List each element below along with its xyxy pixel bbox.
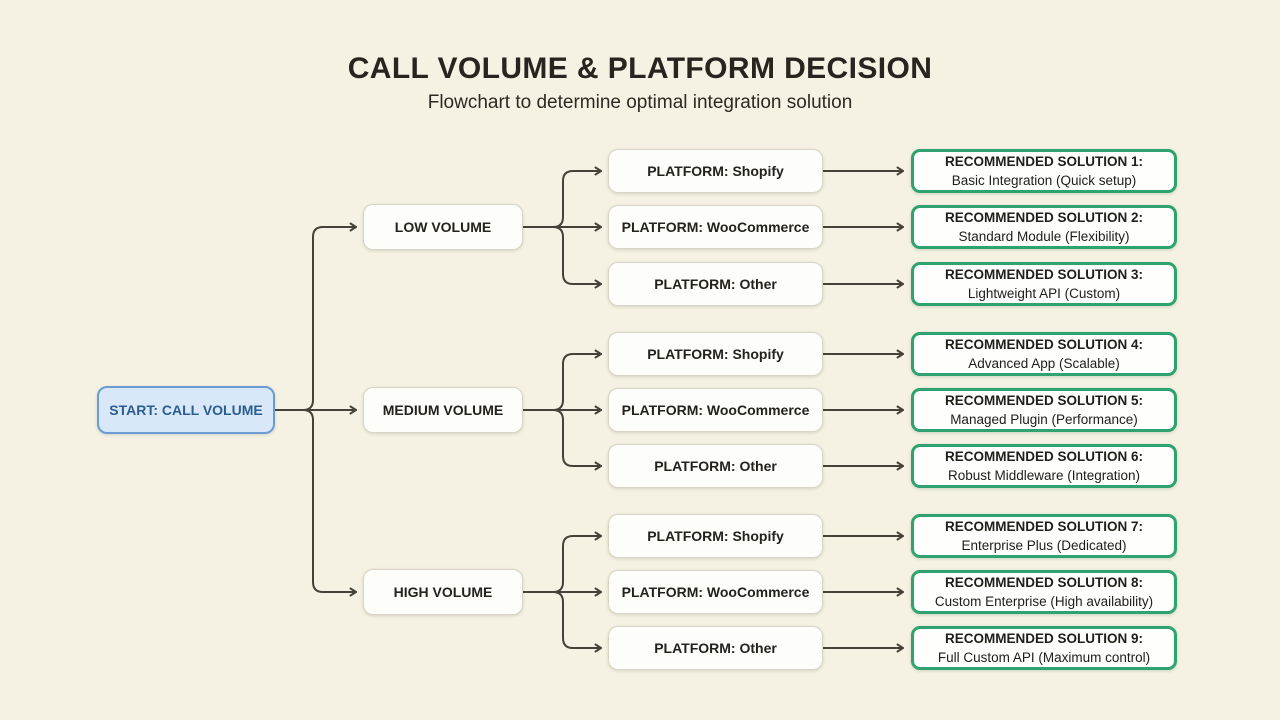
volume-node-medium: MEDIUM VOLUME <box>363 387 523 433</box>
solution-desc: Advanced App (Scalable) <box>968 356 1120 371</box>
volume-node-high: HIGH VOLUME <box>363 569 523 615</box>
start-node: START: CALL VOLUME <box>97 386 275 434</box>
platform-node-label: PLATFORM: WooCommerce <box>621 219 810 235</box>
solution-node: RECOMMENDED SOLUTION 4: Advanced App (Sc… <box>911 332 1177 376</box>
volume-node-low: LOW VOLUME <box>363 204 523 250</box>
solution-desc: Full Custom API (Maximum control) <box>937 650 1151 665</box>
solution-desc: Robust Middleware (Integration) <box>947 468 1141 483</box>
solution-node: RECOMMENDED SOLUTION 5: Managed Plugin (… <box>911 388 1177 432</box>
solution-desc: Managed Plugin (Performance) <box>950 412 1138 427</box>
edge-med-shopify <box>552 349 602 411</box>
edge-med-other <box>552 409 602 471</box>
solution-node: RECOMMENDED SOLUTION 6: Robust Middlewar… <box>911 444 1177 488</box>
page-title: CALL VOLUME & PLATFORM DECISION <box>347 52 933 85</box>
edge-high-shopify <box>552 531 602 593</box>
solution-desc: Custom Enterprise (High availability) <box>934 594 1154 609</box>
solution-title: RECOMMENDED SOLUTION 3: <box>944 267 1143 282</box>
platform-node-label: PLATFORM: Other <box>654 458 777 474</box>
solution-title: RECOMMENDED SOLUTION 7: <box>944 519 1143 534</box>
platform-node: PLATFORM: Shopify <box>608 332 823 376</box>
platform-node: PLATFORM: Shopify <box>608 149 823 193</box>
edge-high-other <box>552 591 602 653</box>
solution-node: RECOMMENDED SOLUTION 8: Custom Enterpris… <box>911 570 1177 614</box>
platform-node: PLATFORM: WooCommerce <box>608 570 823 614</box>
platform-node-label: PLATFORM: WooCommerce <box>621 584 810 600</box>
edge-low-other <box>552 226 602 289</box>
solution-title: RECOMMENDED SOLUTION 2: <box>944 210 1143 225</box>
solution-desc: Enterprise Plus (Dedicated) <box>961 538 1127 553</box>
platform-node-label: PLATFORM: Shopify <box>647 528 784 544</box>
start-node-label: START: CALL VOLUME <box>109 402 263 418</box>
platform-node: PLATFORM: WooCommerce <box>608 388 823 432</box>
solution-node: RECOMMENDED SOLUTION 2: Standard Module … <box>911 205 1177 249</box>
platform-node: PLATFORM: Other <box>608 262 823 306</box>
page-subtitle: Flowchart to determine optimal integrati… <box>427 92 853 113</box>
solution-title: RECOMMENDED SOLUTION 9: <box>944 631 1143 646</box>
solution-node: RECOMMENDED SOLUTION 9: Full Custom API … <box>911 626 1177 670</box>
platform-node: PLATFORM: Other <box>608 444 823 488</box>
platform-node-label: PLATFORM: Other <box>654 640 777 656</box>
solution-title: RECOMMENDED SOLUTION 1: <box>944 154 1143 169</box>
solution-title: RECOMMENDED SOLUTION 4: <box>944 337 1143 352</box>
volume-node-label: LOW VOLUME <box>394 219 492 235</box>
solution-title: RECOMMENDED SOLUTION 8: <box>944 575 1143 590</box>
platform-node-label: PLATFORM: Other <box>654 276 777 292</box>
solution-node: RECOMMENDED SOLUTION 1: Basic Integratio… <box>911 149 1177 193</box>
edge-start-low <box>302 222 357 411</box>
volume-node-label: HIGH VOLUME <box>393 584 493 600</box>
platform-node: PLATFORM: Shopify <box>608 514 823 558</box>
solution-title: RECOMMENDED SOLUTION 5: <box>944 393 1143 408</box>
solution-desc: Basic Integration (Quick setup) <box>951 173 1137 188</box>
edge-low-shopify <box>552 166 602 228</box>
solution-desc: Lightweight API (Custom) <box>967 286 1121 301</box>
platform-node-label: PLATFORM: Shopify <box>647 163 784 179</box>
edge-start-high <box>302 409 357 597</box>
platform-node: PLATFORM: WooCommerce <box>608 205 823 249</box>
platform-node: PLATFORM: Other <box>608 626 823 670</box>
platform-node-label: PLATFORM: WooCommerce <box>621 402 810 418</box>
volume-node-label: MEDIUM VOLUME <box>382 402 504 418</box>
solution-node: RECOMMENDED SOLUTION 3: Lightweight API … <box>911 262 1177 306</box>
solution-desc: Standard Module (Flexibility) <box>958 229 1130 244</box>
solution-title: RECOMMENDED SOLUTION 6: <box>944 449 1143 464</box>
platform-node-label: PLATFORM: Shopify <box>647 346 784 362</box>
solution-node: RECOMMENDED SOLUTION 7: Enterprise Plus … <box>911 514 1177 558</box>
